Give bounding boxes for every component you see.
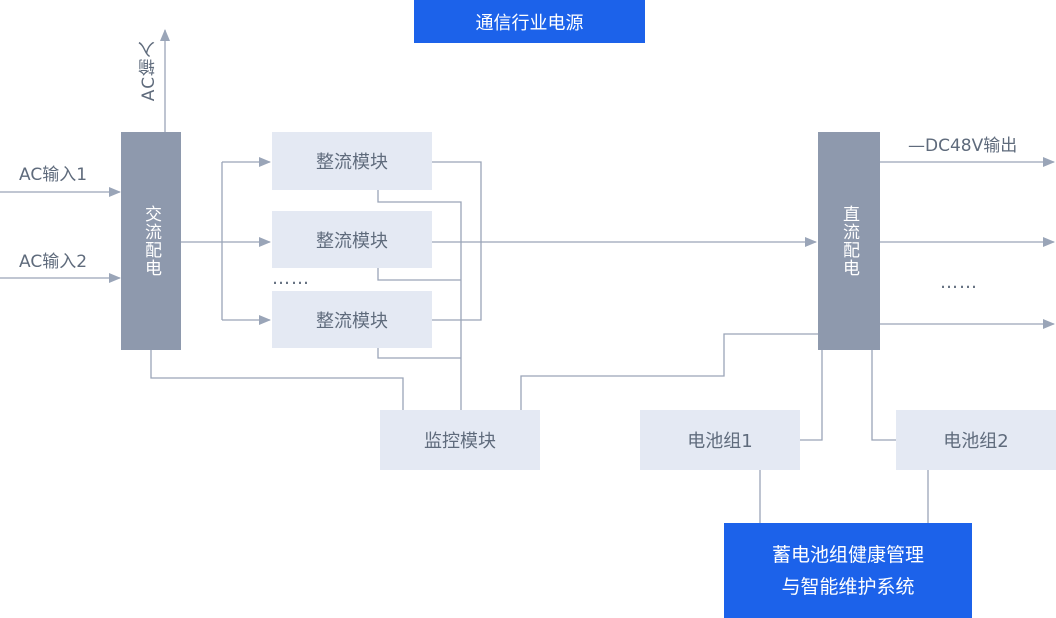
battery-management-system: 蓄电池组健康管理 与智能维护系统 (724, 523, 972, 618)
ac-output-label: AC输入 (139, 40, 159, 102)
bms-label-line-2: 与智能维护系统 (781, 575, 915, 598)
monitor-module-label: 监控模块 (424, 431, 496, 452)
rectifier-ellipsis: …… (272, 268, 310, 289)
page-title: 通信行业电源 (414, 0, 645, 43)
dc-distribution-panel: 直流配电 (818, 132, 880, 350)
rectifier-module-label: 整流模块 (316, 230, 388, 252)
rectifier-module-2: 整流模块 (272, 211, 432, 268)
monitor-module: 监控模块 (380, 410, 540, 470)
ac-distribution-panel: 交流配电 (121, 132, 181, 350)
rectifier-module-label: 整流模块 (316, 152, 388, 173)
rectifier-module-3: 整流模块 (272, 291, 432, 348)
page-title-text: 通信行业电源 (475, 12, 584, 34)
ac-input-1-label: AC输入1 (19, 165, 88, 185)
rectifier-module-label: 整流模块 (316, 310, 388, 332)
rectifier-module-1: 整流模块 (272, 132, 432, 190)
dc-output-ellipsis: …… (940, 272, 978, 293)
dc-output-label: —DC48V输出 (908, 136, 1018, 156)
battery-group-1: 电池组1 (640, 410, 800, 470)
ac-input-2-label: AC输入2 (19, 252, 88, 272)
bms-label-line-1: 蓄电池组健康管理 (771, 543, 924, 566)
battery-group-label: 电池组1 (687, 431, 753, 452)
battery-group-label: 电池组2 (943, 431, 1009, 452)
dc-distribution-label: 直流配电 (839, 205, 859, 277)
battery-group-2: 电池组2 (896, 410, 1056, 470)
ac-distribution-label: 交流配电 (141, 205, 161, 277)
